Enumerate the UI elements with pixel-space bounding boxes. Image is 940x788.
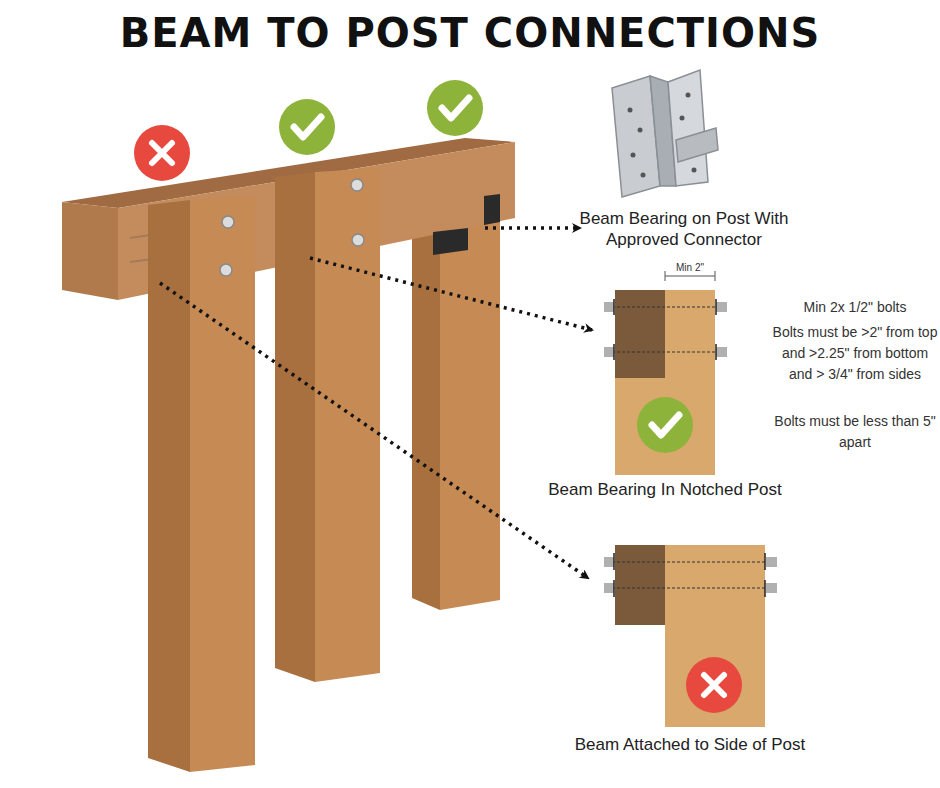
washer <box>613 344 615 360</box>
washer <box>613 580 615 597</box>
wrong-icon <box>134 125 190 181</box>
connector-plate <box>484 194 500 225</box>
icon-circle <box>279 99 335 155</box>
leader-arrow <box>160 283 588 578</box>
washer <box>764 553 766 570</box>
diagram-title: BEAM TO POST CONNECTIONS <box>0 10 940 56</box>
bolt-nut <box>766 557 777 567</box>
bolt-head <box>604 557 614 567</box>
bolt-head <box>604 347 614 357</box>
post-side <box>148 200 190 772</box>
ok-icon <box>279 99 335 155</box>
nail-hole <box>628 108 633 113</box>
nail-hole <box>631 153 636 158</box>
note-text: Min 2x 1/2" bolts <box>770 297 940 317</box>
bolt-head <box>351 179 363 191</box>
panel-caption: Beam Attached to Side of Post <box>545 734 835 755</box>
ok-icon <box>637 397 693 453</box>
post-front <box>190 196 255 772</box>
dimension-tick <box>715 271 716 281</box>
post-front <box>440 214 500 610</box>
leader-arrow <box>485 226 580 230</box>
wrong-icon <box>686 657 742 713</box>
post-front <box>315 168 380 682</box>
icon-circle <box>134 125 190 181</box>
nail-hole <box>680 116 685 121</box>
bolt-head <box>352 234 364 246</box>
washer <box>613 553 615 570</box>
bolt-nut <box>716 302 727 312</box>
bolt-shaft <box>612 588 768 589</box>
bolt-head <box>220 264 232 276</box>
bolt-nut <box>716 347 727 357</box>
detail-panel: Beam Bearing on Post With Approved Conne… <box>559 60 809 250</box>
check-mark <box>442 98 469 118</box>
cross-mark <box>704 675 724 695</box>
washer <box>715 299 717 315</box>
dimension-line <box>665 276 715 277</box>
panel-caption: Beam Bearing In Notched Post <box>535 479 795 500</box>
icon-circle <box>427 80 483 136</box>
bolt-nut <box>766 583 777 593</box>
bolt-head <box>604 583 614 593</box>
icon-circle <box>686 657 742 713</box>
nail-hole <box>641 173 646 178</box>
bolt-shaft <box>612 307 718 308</box>
beam-section <box>615 545 665 625</box>
washer <box>715 344 717 360</box>
connector-plate <box>668 70 708 186</box>
cross-mark <box>152 143 172 163</box>
bolt-head <box>222 216 234 228</box>
post-side <box>275 172 315 682</box>
bolt-shaft <box>612 562 768 563</box>
connector-plate <box>676 128 718 162</box>
note-text: Bolts must be less than 5" apart <box>770 411 940 453</box>
nail-hole <box>686 93 691 98</box>
beam-end <box>62 202 118 300</box>
washer <box>764 580 766 597</box>
icon-circle <box>637 397 693 453</box>
check-mark <box>652 415 679 435</box>
beam-section <box>615 290 665 378</box>
post-side <box>412 218 440 610</box>
ok-icon <box>427 80 483 136</box>
leader-arrow <box>310 258 592 330</box>
dimension-label: Min 2" <box>660 262 720 274</box>
post-section <box>665 545 765 727</box>
bolt-shaft <box>612 352 718 353</box>
connector-plate <box>433 228 468 255</box>
panel-caption: Beam Bearing on Post With Approved Conne… <box>559 208 809 250</box>
dimension-tick <box>665 271 666 281</box>
check-mark <box>294 117 321 137</box>
detail-panel: Beam Bearing In Notched Post <box>535 285 795 500</box>
note-text: Bolts must be >2" from top and >2.25" fr… <box>770 322 940 385</box>
nail-hole <box>692 168 697 173</box>
nail-hole <box>638 128 643 133</box>
detail-panel: Beam Attached to Side of Post <box>545 540 835 755</box>
bolt-head <box>604 302 614 312</box>
post-section <box>615 290 715 475</box>
washer <box>613 299 615 315</box>
